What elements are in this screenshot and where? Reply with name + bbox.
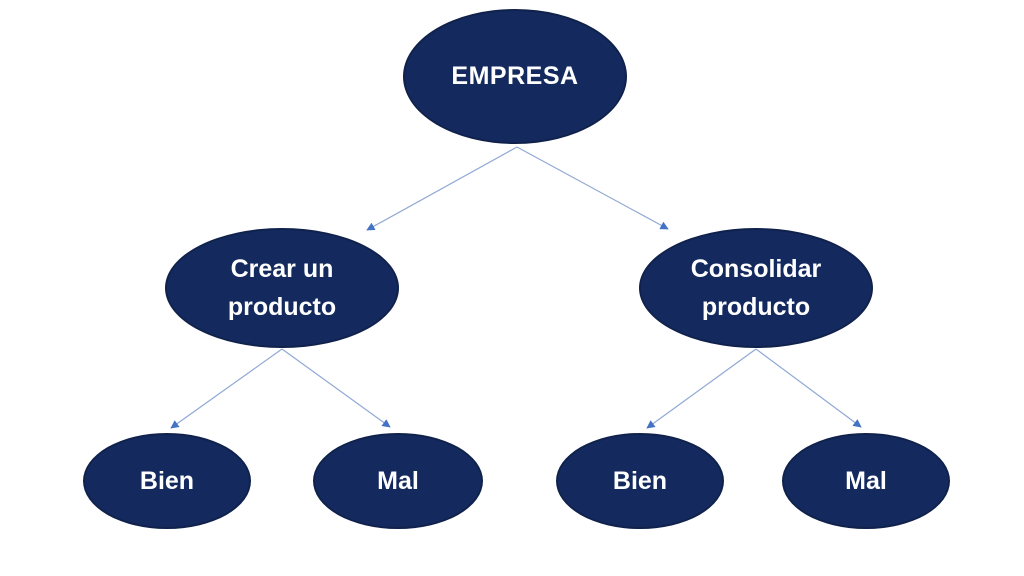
connector-right-to-bien <box>646 348 757 429</box>
node-mal-right-label: Mal <box>845 466 887 495</box>
connector-right-to-mal <box>755 348 862 428</box>
node-mal-left-label: Mal <box>377 466 419 495</box>
node-consolidar-producto: Consolidar producto <box>639 228 873 348</box>
node-consolidar-label-line2: producto <box>701 293 811 321</box>
node-empresa: EMPRESA <box>403 9 627 144</box>
node-bien-right-label: Bien <box>612 466 668 495</box>
node-bien-left-label: Bien <box>139 466 195 495</box>
node-consolidar-label-line1: Consolidar <box>690 255 822 283</box>
node-crear-label-line1: Crear un <box>230 255 334 283</box>
node-crear-un-producto: Crear un producto <box>165 228 399 348</box>
node-mal-left: Mal <box>313 433 483 529</box>
node-bien-left: Bien <box>83 433 251 529</box>
node-empresa-label: EMPRESA <box>451 62 579 90</box>
node-mal-right: Mal <box>782 433 950 529</box>
connector-left-to-bien <box>170 348 283 429</box>
node-bien-right: Bien <box>556 433 724 529</box>
connector-root-to-left <box>366 146 518 231</box>
connector-root-to-right <box>516 146 669 230</box>
node-crear-label-line2: producto <box>227 293 337 321</box>
connector-left-to-mal <box>281 348 391 428</box>
